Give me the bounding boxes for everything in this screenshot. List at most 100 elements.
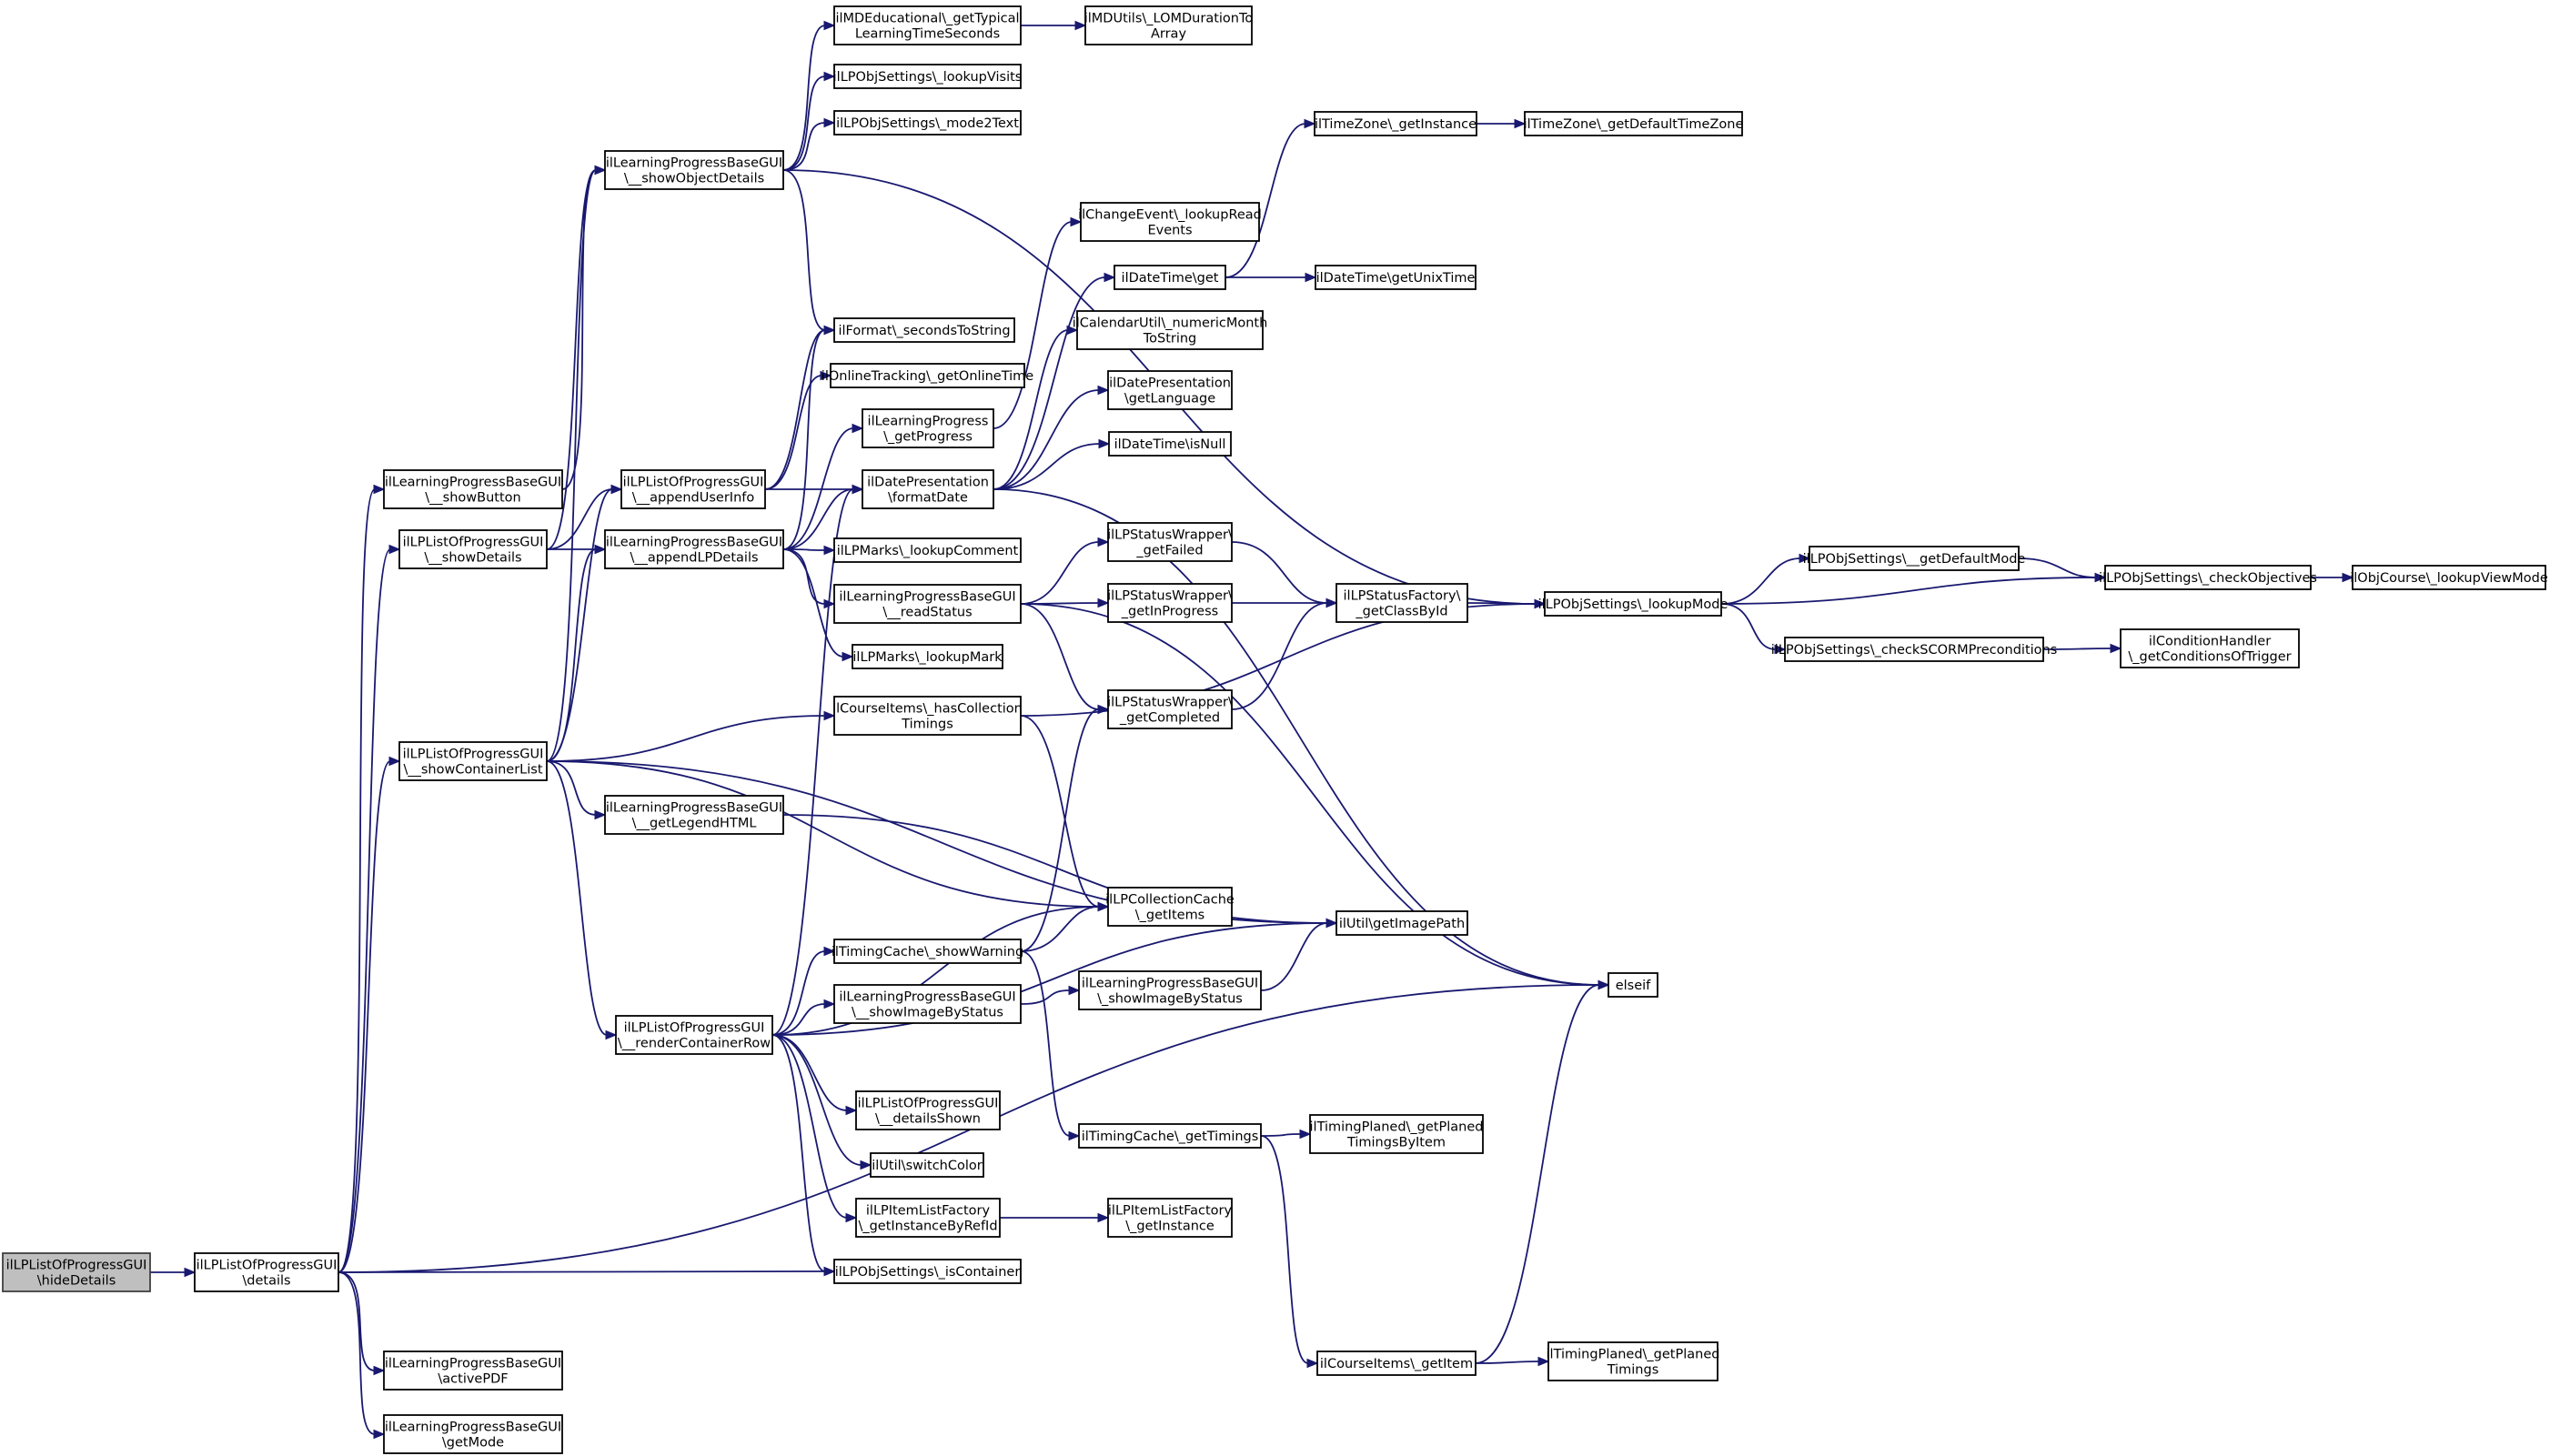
graph-node[interactable]: ilDateTime\get: [1114, 265, 1226, 290]
graph-edge-line: [771, 1034, 848, 1219]
graph-node[interactable]: ilLPMarks\_lookupComment: [833, 537, 1022, 563]
graph-node-label: ilTimingCache\_showWarning: [832, 945, 1023, 959]
graph-node[interactable]: ilLPListOfProgressGUI\__showDetails: [398, 529, 548, 569]
graph-node[interactable]: ilLPListOfProgressGUI\hideDetails: [2, 1252, 151, 1292]
graph-node[interactable]: ilLPListOfProgressGUI\__detailsShown: [855, 1090, 1001, 1130]
graph-node-label: ilLPCollectionCache: [1105, 893, 1235, 908]
graph-node[interactable]: ilLPObjSettings\_checkSCORMPreconditions: [1771, 637, 2058, 662]
graph-edge-arrowhead: [373, 1365, 386, 1376]
graph-node-label: _getClassById: [1355, 605, 1447, 619]
graph-node[interactable]: ilDateTime\isNull: [1108, 431, 1232, 457]
graph-edge-line: [782, 169, 826, 331]
graph-edge-line: [546, 760, 608, 1036]
graph-node[interactable]: ilLPCollectionCache\_getItems: [1105, 887, 1235, 927]
graph-edge-line: [782, 548, 826, 551]
graph-node[interactable]: ilLPObjSettings\__getDefaultMode: [1803, 546, 2026, 571]
graph-node[interactable]: ilTimeZone\_getInstance: [1314, 111, 1477, 136]
graph-node[interactable]: ilLearningProgressBaseGUI\__showObjectDe…: [604, 150, 784, 190]
graph-node[interactable]: ilLPListOfProgressGUI\details: [194, 1252, 339, 1292]
graph-node-box: [1314, 111, 1477, 136]
graph-node[interactable]: ilConditionHandler\_getConditionsOfTrigg…: [2120, 628, 2300, 668]
graph-node[interactable]: ilOnlineTracking\_getOnlineTime: [821, 363, 1033, 388]
graph-node[interactable]: ilLPStatusFactory\_getClassById: [1335, 583, 1468, 623]
graph-node-label: ilTimingPlaned\_getPlaned: [1310, 1120, 1484, 1135]
graph-edge: [993, 438, 1111, 490]
graph-node[interactable]: ilLearningProgressBaseGUI\__showImageByS…: [833, 984, 1022, 1024]
graph-node[interactable]: ilLPObjSettings\_isContainer: [833, 1259, 1022, 1284]
graph-node[interactable]: ilLPStatusWrapper\_getCompleted: [1107, 689, 1233, 729]
graph-edge: [1020, 704, 1110, 952]
graph-node-label: \__readStatus: [882, 606, 972, 620]
graph-node[interactable]: ilLPStatusWrapper\_getInProgress: [1107, 583, 1233, 623]
graph-node[interactable]: ilLPObjSettings\_lookupMode: [1538, 591, 1729, 617]
graph-node[interactable]: ilDatePresentation\formatDate: [862, 469, 994, 509]
graph-edge: [546, 710, 836, 762]
graph-node[interactable]: ilTimeZone\_getDefaultTimeZone: [1524, 111, 1744, 136]
graph-node-label: ilConditionHandler: [2149, 635, 2271, 649]
graph-node[interactable]: ilTimingCache\_showWarning: [832, 939, 1023, 964]
graph-node[interactable]: ilLearningProgressBaseGUI\__appendLPDeta…: [604, 529, 784, 569]
graph-node[interactable]: ilDatePresentation\getLanguage: [1107, 370, 1233, 410]
graph-node[interactable]: ilLPObjSettings\_checkObjectives: [2099, 565, 2317, 590]
graph-node[interactable]: ilLPListOfProgressGUI\__renderContainerR…: [615, 1015, 773, 1055]
graph-node[interactable]: ilMDEducational\_getTypicalLearningTimeS…: [833, 5, 1022, 45]
graph-node[interactable]: ilLearningProgress\_getProgress: [862, 408, 994, 448]
graph-node[interactable]: ilFormat\_secondsToString: [833, 317, 1015, 343]
graph-node[interactable]: elseif: [1608, 972, 1658, 998]
graph-node-box: [870, 1152, 984, 1178]
graph-edge-line: [782, 25, 826, 171]
graph-node[interactable]: ilLPObjSettings\_mode2Text: [833, 110, 1022, 136]
graph-node-label: ilLearningProgressBaseGUI: [1082, 977, 1258, 991]
graph-node[interactable]: ilObjCourse\_lookupViewMode: [2350, 565, 2548, 590]
graph-node-label: \__appendLPDetails: [630, 551, 758, 566]
graph-node[interactable]: ilLPItemListFactory\_getInstanceByRefId: [855, 1198, 1001, 1238]
graph-edge-arrowhead: [1514, 118, 1527, 129]
graph-node-box: [398, 529, 548, 569]
graph-node[interactable]: ilCourseItems\_getItem: [1316, 1351, 1477, 1376]
graph-edge: [1020, 603, 1610, 990]
graph-node[interactable]: ilLPItemListFactory\_getInstance: [1107, 1198, 1233, 1238]
graph-edge-arrowhead: [594, 165, 607, 176]
graph-edge-line: [771, 1034, 862, 1166]
graph-node[interactable]: ilLearningProgressBaseGUI\_showImageBySt…: [1078, 970, 1262, 1010]
graph-node[interactable]: ilLPStatusWrapper\_getFailed: [1107, 522, 1233, 562]
graph-edge-line: [771, 950, 826, 1036]
graph-node[interactable]: ilLPObjSettings\_lookupVisits: [833, 64, 1023, 89]
graph-edge-line: [782, 814, 1328, 924]
graph-edge-line: [764, 329, 826, 490]
graph-node-label: ilLearningProgressBaseGUI: [606, 536, 782, 550]
graph-node-label: ilLPListOfProgressGUI: [403, 748, 544, 762]
graph-edge: [1467, 598, 1547, 609]
graph-node[interactable]: ilLPListOfProgressGUI\__showContainerLis…: [398, 741, 548, 781]
graph-edge-line: [546, 715, 826, 762]
graph-node[interactable]: ilLPListOfProgressGUI\__appendUserInfo: [620, 469, 766, 509]
graph-node-label: ilCourseItems\_hasCollection: [832, 702, 1023, 717]
graph-edge-line: [993, 329, 1069, 490]
graph-node[interactable]: ilUtil\switchColor: [870, 1152, 984, 1178]
graph-node-label: ilLearningProgressBaseGUI: [385, 476, 561, 490]
graph-node[interactable]: ilLPMarks\_lookupMark: [852, 644, 1003, 669]
graph-edge-arrowhead: [1097, 901, 1110, 912]
graph-node[interactable]: ilLearningProgressBaseGUI\__getLegendHTM…: [604, 795, 784, 835]
graph-node[interactable]: ilLearningProgressBaseGUI\__readStatus: [833, 584, 1022, 624]
graph-node-label: \getMode: [442, 1436, 504, 1451]
graph-node[interactable]: ilDateTime\getUnixTime: [1315, 265, 1477, 290]
graph-node[interactable]: ilLearningProgressBaseGUI\getMode: [383, 1414, 563, 1454]
graph-node-box: [833, 537, 1022, 563]
graph-node[interactable]: ilLearningProgressBaseGUI\__showButton: [383, 469, 563, 509]
graph-node[interactable]: ilUtil\getImagePath: [1335, 910, 1468, 936]
graph-edge-line: [1720, 577, 2097, 605]
graph-node[interactable]: ilTimingCache\_getTimings: [1078, 1123, 1262, 1149]
graph-edge-arrowhead: [373, 484, 386, 495]
graph-edge: [546, 484, 623, 762]
graph-node-label: ilLPObjSettings\_lookupVisits: [833, 70, 1023, 85]
graph-node-label: \_getConditionsOfTrigger: [2128, 650, 2291, 665]
graph-edge-line: [1020, 715, 1100, 908]
graph-node[interactable]: ilLearningProgressBaseGUI\activePDF: [383, 1351, 563, 1391]
